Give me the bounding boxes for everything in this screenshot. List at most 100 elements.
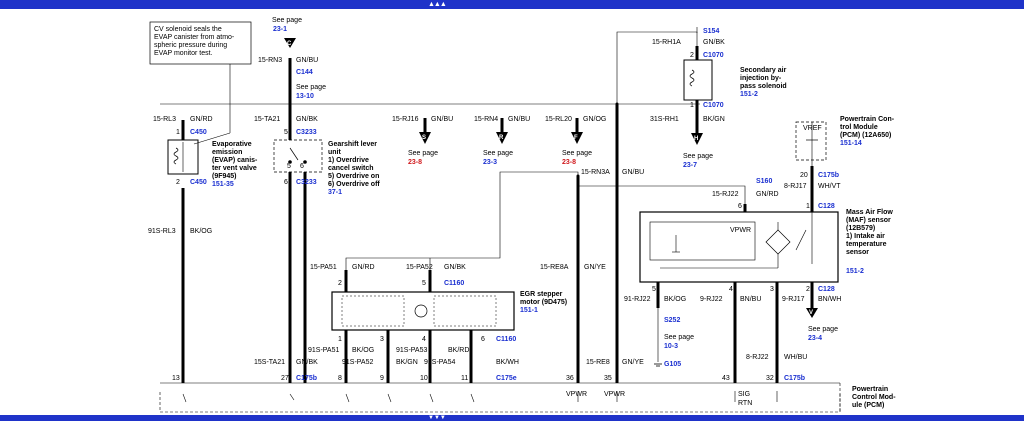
pin-number: 35: [604, 375, 612, 382]
connector-link[interactable]: C175b: [818, 172, 839, 179]
pin-number: 6: [300, 163, 304, 170]
page-link[interactable]: 151-14: [840, 140, 862, 147]
circuit-label: 91S-PA53: [396, 347, 427, 354]
wire-color: BK/RD: [448, 347, 469, 354]
connector-r-marker: [496, 132, 508, 144]
pin-number: 2: [806, 286, 810, 293]
circuit-label: 15-RN3: [258, 57, 282, 64]
letter-h: H: [694, 136, 698, 142]
see-page-label: See page: [296, 84, 326, 91]
connector-link[interactable]: C175e: [496, 375, 517, 382]
pin-number: 20: [800, 172, 808, 179]
splice-link[interactable]: S252: [664, 317, 680, 324]
page-link[interactable]: 13-10: [296, 93, 314, 100]
pin-number: 6: [738, 203, 742, 210]
component-label: emission: [212, 149, 242, 156]
page-link[interactable]: 23-8: [562, 159, 576, 166]
page-link[interactable]: 23-8: [408, 159, 422, 166]
see-page-label: See page: [664, 334, 694, 341]
pin-number: 10: [420, 375, 428, 382]
pin-number: 1: [690, 102, 694, 109]
vpwr-label: VPWR: [730, 227, 751, 234]
wire-color: BN/WH: [818, 296, 841, 303]
see-page-label: See page: [562, 150, 592, 157]
pin-number: 1: [338, 336, 342, 343]
see-page-label: See page: [408, 150, 438, 157]
note-line: EVAP monitor test.: [154, 50, 213, 57]
component-label: ter vent valve: [212, 165, 257, 172]
page-link[interactable]: 151-2: [846, 268, 864, 275]
component-label: Control Mod-: [852, 394, 896, 401]
page-up-chevron-icon[interactable]: ▲▲▲: [428, 1, 447, 8]
pin-number: 4: [422, 336, 426, 343]
circuit-label: 8-RJ17: [784, 183, 807, 190]
pin-number: 36: [566, 375, 574, 382]
wire-color: GN/YE: [584, 264, 606, 271]
ground-link[interactable]: G105: [664, 361, 681, 368]
wire-color: BK/OG: [190, 228, 212, 235]
connector-link[interactable]: C1160: [496, 336, 516, 343]
component-label: (EVAP) canis-: [212, 157, 258, 164]
letter-r: R: [499, 135, 504, 141]
see-page-label: See page: [483, 150, 513, 157]
component-label: unit: [328, 149, 341, 156]
circuit-label: 15-TA21: [254, 116, 280, 123]
component-label: temperature: [846, 241, 887, 248]
circuit-label: 15-RN3A: [581, 169, 610, 176]
connector-link[interactable]: C175b: [784, 375, 805, 382]
page-link[interactable]: 37-1: [328, 189, 342, 196]
letter-v: V: [809, 310, 813, 316]
splice-link[interactable]: S154: [703, 28, 719, 35]
component-label: cancel switch: [328, 165, 374, 172]
note-line: CV solenoid seals the: [154, 26, 222, 33]
page-down-chevron-icon[interactable]: ▼▼▼: [428, 415, 446, 421]
pin-number: 8: [338, 375, 342, 382]
connector-link[interactable]: C144: [296, 69, 313, 76]
connector-link[interactable]: C450: [190, 179, 207, 186]
pin-number: 5: [422, 280, 426, 287]
page-link[interactable]: 10-3: [664, 343, 678, 350]
connector-link[interactable]: C175b: [296, 375, 317, 382]
component-label: Gearshift lever: [328, 141, 377, 148]
connector-link[interactable]: C1070: [703, 102, 724, 109]
circuit-label: 15-RL3: [153, 116, 176, 123]
component-label: 1) Overdrive: [328, 157, 369, 164]
page-link[interactable]: 151-1: [520, 307, 538, 314]
pin-number: 2: [176, 179, 180, 186]
connector-link[interactable]: C1160: [444, 280, 464, 287]
connector-link[interactable]: C1070: [703, 52, 724, 59]
connector-link[interactable]: C128: [818, 286, 835, 293]
pin-number: 6: [481, 336, 485, 343]
component-label: 1) Intake air: [846, 233, 885, 240]
wire-color: GN/BU: [296, 57, 318, 64]
component-label: trol Module: [840, 124, 878, 131]
page-link-23-1[interactable]: 23-1: [273, 26, 287, 33]
page-link[interactable]: 23-4: [808, 335, 822, 342]
pin-number: 11: [461, 375, 468, 382]
bottom-navigation-bar: [0, 415, 1024, 421]
page-link[interactable]: 151-35: [212, 181, 234, 188]
splice-link[interactable]: S160: [756, 178, 772, 185]
circuit-label: 91S-PA52: [342, 359, 373, 366]
wire-color: GN/RD: [190, 116, 213, 123]
wire-color: GN/RD: [756, 191, 779, 198]
page-link[interactable]: 23-7: [683, 162, 697, 169]
circuit-label: 15-RE8A: [540, 264, 569, 271]
wire-color: GN/BK: [296, 116, 318, 123]
pin-number: 6: [284, 179, 288, 186]
connector-link[interactable]: C450: [190, 129, 207, 136]
vpwr-label: VPWR: [604, 391, 625, 398]
circuit-label: 31S-RH1: [650, 116, 679, 123]
wire-color: BK/OG: [352, 347, 374, 354]
page-link[interactable]: 23-3: [483, 159, 497, 166]
circuit-label: 15S-TA21: [254, 359, 285, 366]
wire-color: BK/OG: [664, 296, 686, 303]
page-link[interactable]: 151-2: [740, 91, 758, 98]
circuit-label: 15-PA51: [310, 264, 337, 271]
connector-link[interactable]: C128: [818, 203, 835, 210]
pin-number: 2: [690, 52, 694, 59]
connector-link[interactable]: C3233: [296, 179, 317, 186]
wire-color: WH/VT: [818, 183, 841, 190]
connector-link[interactable]: C3233: [296, 129, 317, 136]
component-label: injection by-: [740, 75, 782, 82]
